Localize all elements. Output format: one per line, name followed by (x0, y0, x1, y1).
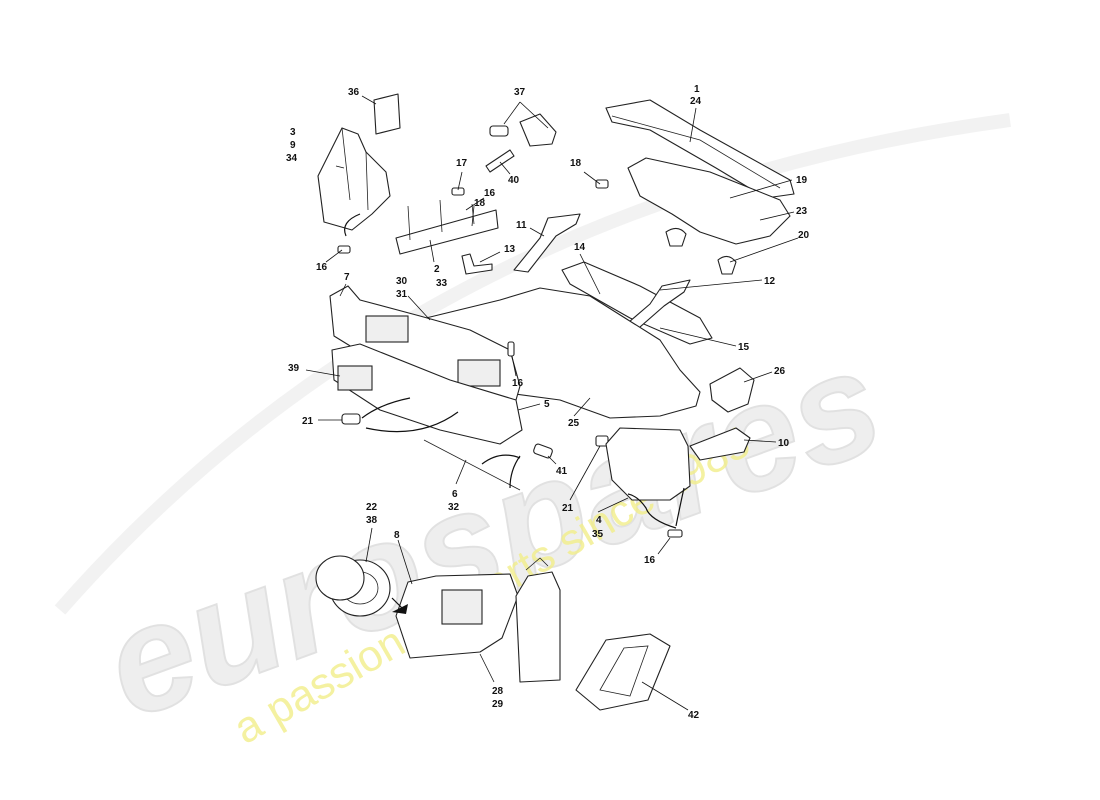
callout-23: 23 (796, 206, 808, 217)
part-22-speaker-rim (315, 555, 365, 601)
callout-4: 4 (596, 515, 602, 526)
part-21-bolt-a (341, 413, 361, 425)
callout-5: 5 (544, 399, 550, 410)
part-16-fastener-c (507, 341, 515, 357)
callout-37: 37 (514, 87, 526, 98)
part-41-bolt (533, 443, 553, 459)
part-16-fastener-b (667, 529, 683, 538)
part-37-bolt (489, 125, 509, 137)
callout-20: 20 (798, 230, 810, 241)
part-18-screw (595, 179, 609, 189)
callout-21-b: 21 (562, 503, 574, 514)
callout-21-a: 21 (302, 416, 314, 427)
callout-32: 32 (448, 502, 460, 513)
callout-10: 10 (778, 438, 790, 449)
part-42-grille (575, 633, 671, 711)
callout-33: 33 (436, 278, 448, 289)
callout-12: 12 (764, 276, 776, 287)
callout-6: 6 (452, 489, 458, 500)
callout-8: 8 (394, 530, 400, 541)
parts (315, 93, 795, 711)
part-5-lower-panel (331, 343, 523, 445)
callout-28: 28 (492, 686, 504, 697)
part-6-flap-edge (423, 439, 521, 491)
part-40-bolt (485, 149, 515, 173)
part-26-box (709, 367, 755, 413)
callout-18-b: 18 (474, 198, 486, 209)
part-13-bracket (461, 253, 493, 275)
callout-26: 26 (774, 366, 786, 377)
part-37-hinge (519, 113, 557, 147)
callout-16-d: 16 (644, 555, 656, 566)
callout-13: 13 (504, 244, 516, 255)
part-1-top-trim (605, 99, 795, 199)
callout-41: 41 (556, 466, 568, 477)
part-10-pad (689, 427, 751, 461)
leader-lines (305, 95, 799, 711)
callout-24: 24 (690, 96, 702, 107)
callout-3: 3 (290, 127, 296, 138)
part-39-grille (337, 365, 373, 391)
callout-2: 2 (434, 264, 440, 275)
callout-16-a: 16 (484, 188, 496, 199)
callout-7: 7 (344, 272, 350, 283)
part-14-channel (561, 261, 713, 345)
callout-29: 29 (492, 699, 504, 710)
part-4-side-box (605, 427, 691, 501)
callout-18-a: 18 (570, 158, 582, 169)
callout-22: 22 (366, 502, 378, 513)
part-20-clip-b (717, 255, 737, 275)
callout-42: 42 (688, 710, 700, 721)
callout-34: 34 (286, 153, 298, 164)
part-30-bracket (365, 315, 409, 343)
callout-11: 11 (516, 220, 527, 231)
callout-16-c: 16 (512, 378, 524, 389)
callout-9: 9 (290, 140, 296, 151)
callout-15: 15 (738, 342, 750, 353)
callout-35: 35 (592, 529, 604, 540)
fire-extinguisher (515, 571, 561, 683)
part-30-bracket-b (457, 359, 501, 387)
part-23-rear-panel (627, 157, 791, 245)
callout-38: 38 (366, 515, 378, 526)
part-3-bracket (317, 127, 391, 231)
part-8-grille (441, 589, 483, 625)
part-36-panel (373, 93, 401, 135)
callout-25: 25 (568, 418, 580, 429)
callout-31: 31 (396, 289, 408, 300)
part-17-screw (451, 187, 465, 196)
callout-17: 17 (456, 158, 468, 169)
part-20-clip-a (665, 227, 687, 247)
callout-36: 36 (348, 87, 360, 98)
callout-19: 19 (796, 175, 808, 186)
callout-30: 30 (396, 276, 408, 287)
part-2-rail (395, 209, 499, 255)
callout-labels: 1 24 36 37 3 9 34 17 40 18 19 16 18 23 1… (286, 84, 810, 721)
callout-14: 14 (574, 242, 586, 253)
assembly-arrows (344, 213, 685, 614)
callout-1: 1 (694, 84, 700, 95)
callout-16-b: 16 (316, 262, 328, 273)
callout-40: 40 (508, 175, 520, 186)
arrow-head (392, 604, 408, 614)
callout-39: 39 (288, 363, 300, 374)
